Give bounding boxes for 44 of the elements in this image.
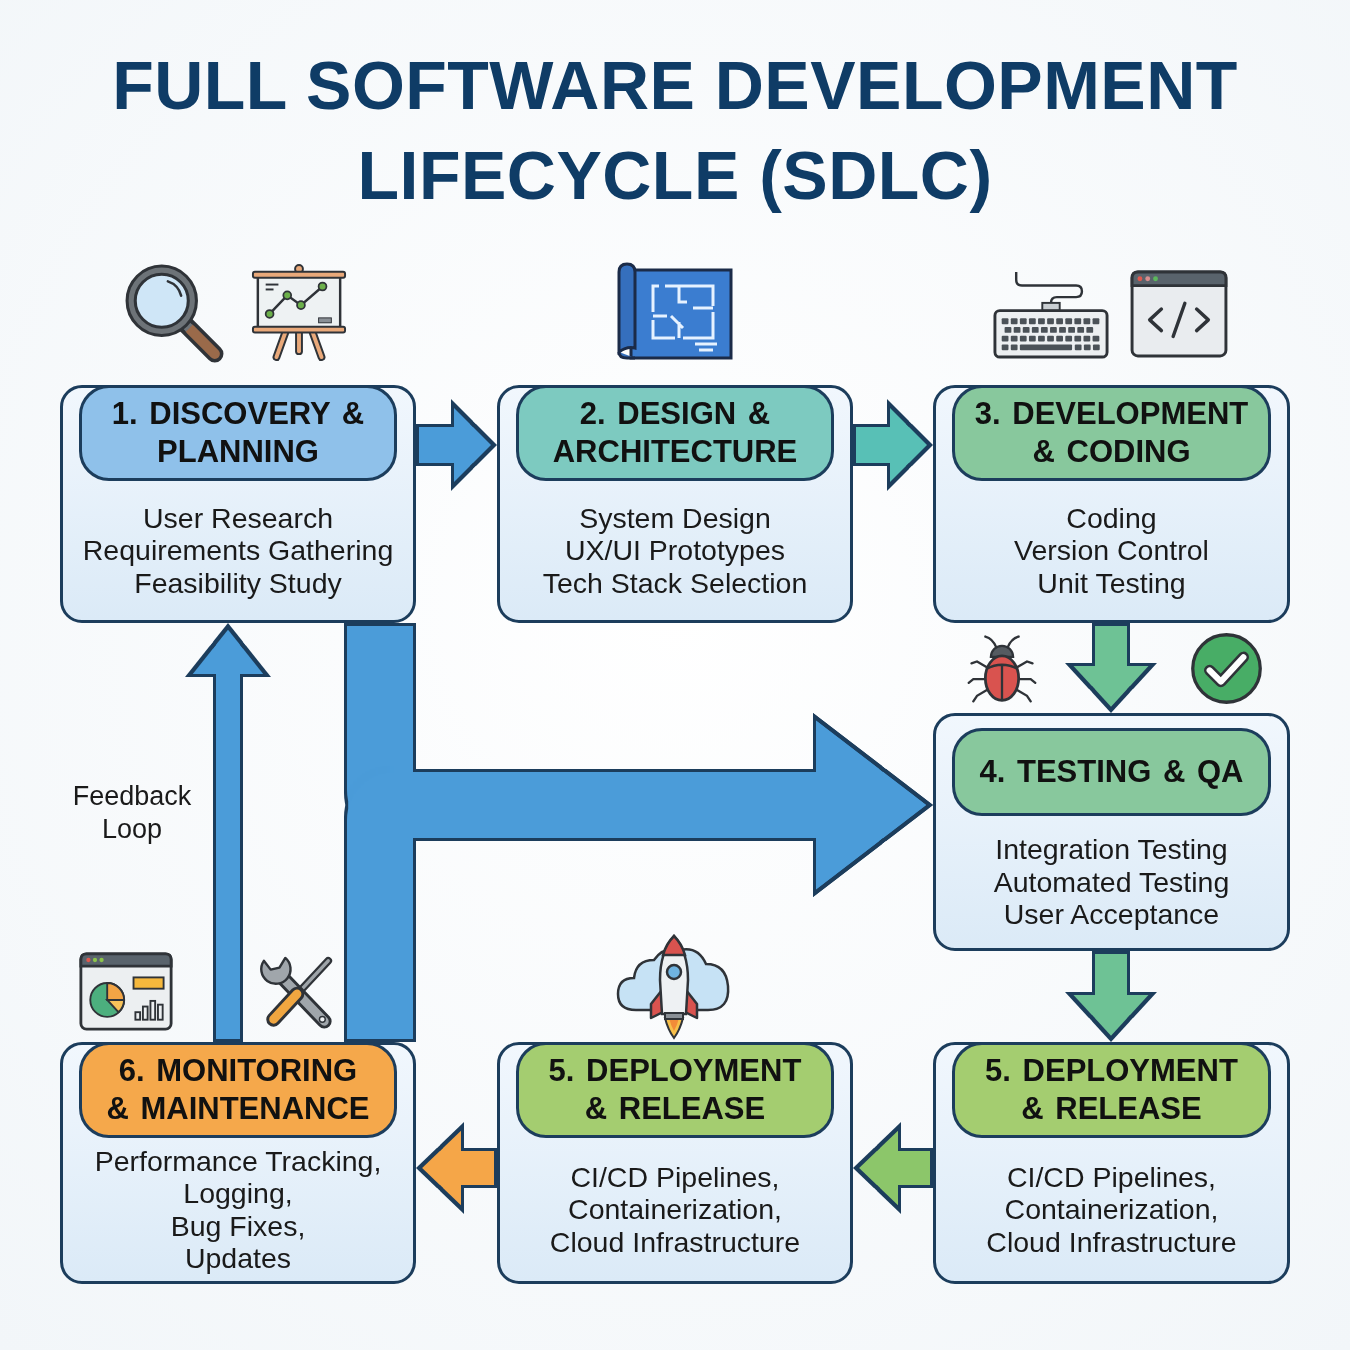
arrow [416, 399, 497, 491]
task-item: User Acceptance [1003, 898, 1220, 931]
arrow [853, 399, 933, 491]
stage-card [497, 1042, 853, 1284]
task-item: Updates [184, 1242, 292, 1275]
arrow [853, 1122, 933, 1214]
arrow [1065, 951, 1157, 1042]
task-item: CI/CD Pipelines, [570, 1160, 780, 1194]
task-item: Version Control [1014, 534, 1209, 567]
task-item: Tech Stack Selection [542, 566, 808, 600]
task-item: Bug Fixes, [170, 1209, 306, 1242]
task-item: Integration Testing [995, 833, 1228, 866]
task-item: Performance Tracking, [94, 1144, 382, 1177]
stage-title: 3. DEVELOPMENT & CODING [952, 385, 1271, 481]
arrow [416, 1122, 497, 1214]
stage-card [60, 1042, 416, 1284]
task-item: Unit Testing [1037, 566, 1186, 600]
task-item: Automated Testing [993, 865, 1230, 899]
stage-title: 2. DESIGN & ARCHITECTURE [516, 385, 834, 481]
stage-card [933, 713, 1290, 951]
stage-title: 4. TESTING & QA [952, 728, 1271, 816]
task-item: CI/CD Pipelines, [1006, 1160, 1217, 1194]
task-item: Cloud Infrastructure [986, 1225, 1237, 1259]
arrow [344, 713, 933, 1042]
stage-card [933, 1042, 1290, 1284]
task-item: UX/UI Prototypes [564, 534, 786, 567]
task-item: Requirements Gathering [82, 534, 394, 567]
task-item: Cloud Infrastructure [549, 1225, 801, 1259]
task-item: Coding [1066, 501, 1157, 535]
task-item: Logging, [183, 1177, 293, 1210]
task-item: Containerization, [1004, 1193, 1219, 1226]
task-item: Containerization, [568, 1193, 782, 1226]
stage-card [497, 385, 853, 623]
stage-title: 6. MONITORING & MAINTENANCE [79, 1042, 397, 1138]
task-item: User Research [142, 501, 334, 535]
task-item: System Design [579, 501, 771, 535]
stage-title: 5. DEPLOYMENT & RELEASE [516, 1042, 834, 1138]
diagram-title: FULL SOFTWARE DEVELOPMENT LIFECYCLE (SDLC) [111, 46, 1239, 215]
stage-title: 5. DEPLOYMENT & RELEASE [952, 1042, 1271, 1138]
stage-title: 1. DISCOVERY & PLANNING [79, 385, 397, 481]
stage-card [60, 385, 416, 623]
edge-label: Feedback Loop [71, 780, 193, 846]
stage-card [933, 385, 1290, 623]
task-item: Feasibility Study [134, 566, 342, 600]
